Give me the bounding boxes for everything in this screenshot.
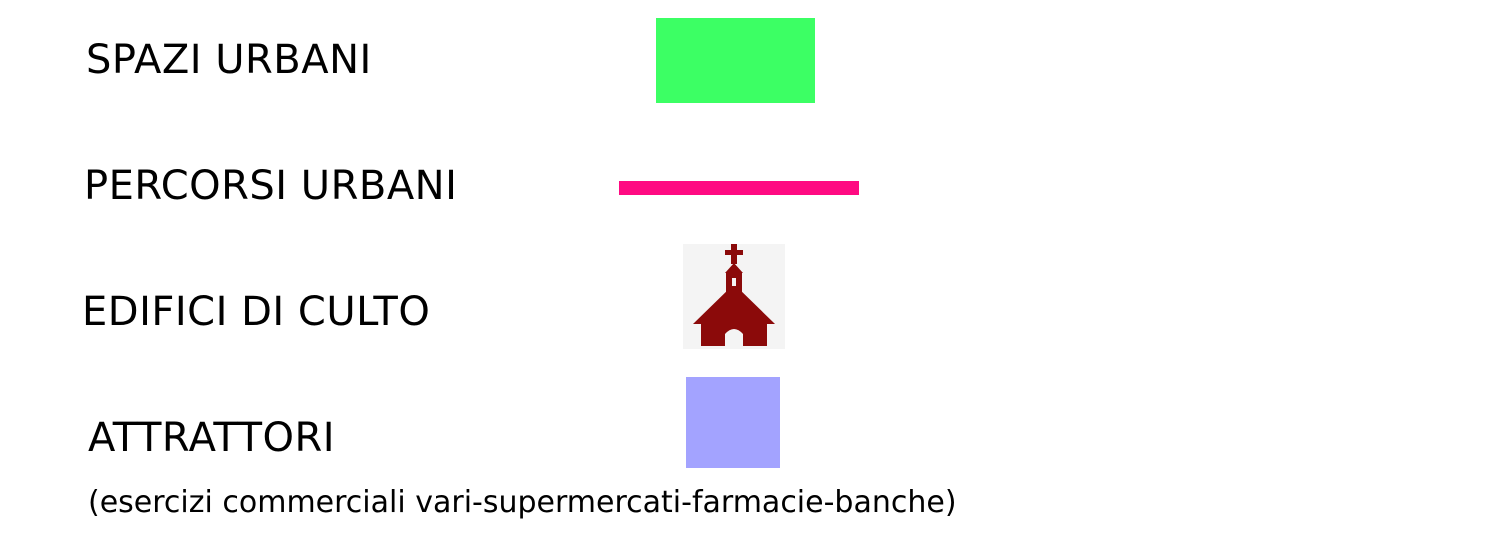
legend-label-edifici-di-culto: EDIFICI DI CULTO bbox=[82, 289, 431, 335]
attrattori-swatch bbox=[686, 377, 780, 468]
percorsi-urbani-line-swatch bbox=[619, 181, 859, 195]
legend-label-percorsi-urbani: PERCORSI URBANI bbox=[84, 163, 458, 209]
legend-note-attrattori: (esercizi commerciali vari-supermercati-… bbox=[88, 485, 957, 520]
legend-label-attrattori: ATTRATTORI bbox=[88, 415, 336, 461]
church-icon bbox=[683, 244, 785, 349]
spazi-urbani-swatch bbox=[656, 18, 815, 103]
legend-label-spazi-urbani: SPAZI URBANI bbox=[86, 37, 372, 83]
